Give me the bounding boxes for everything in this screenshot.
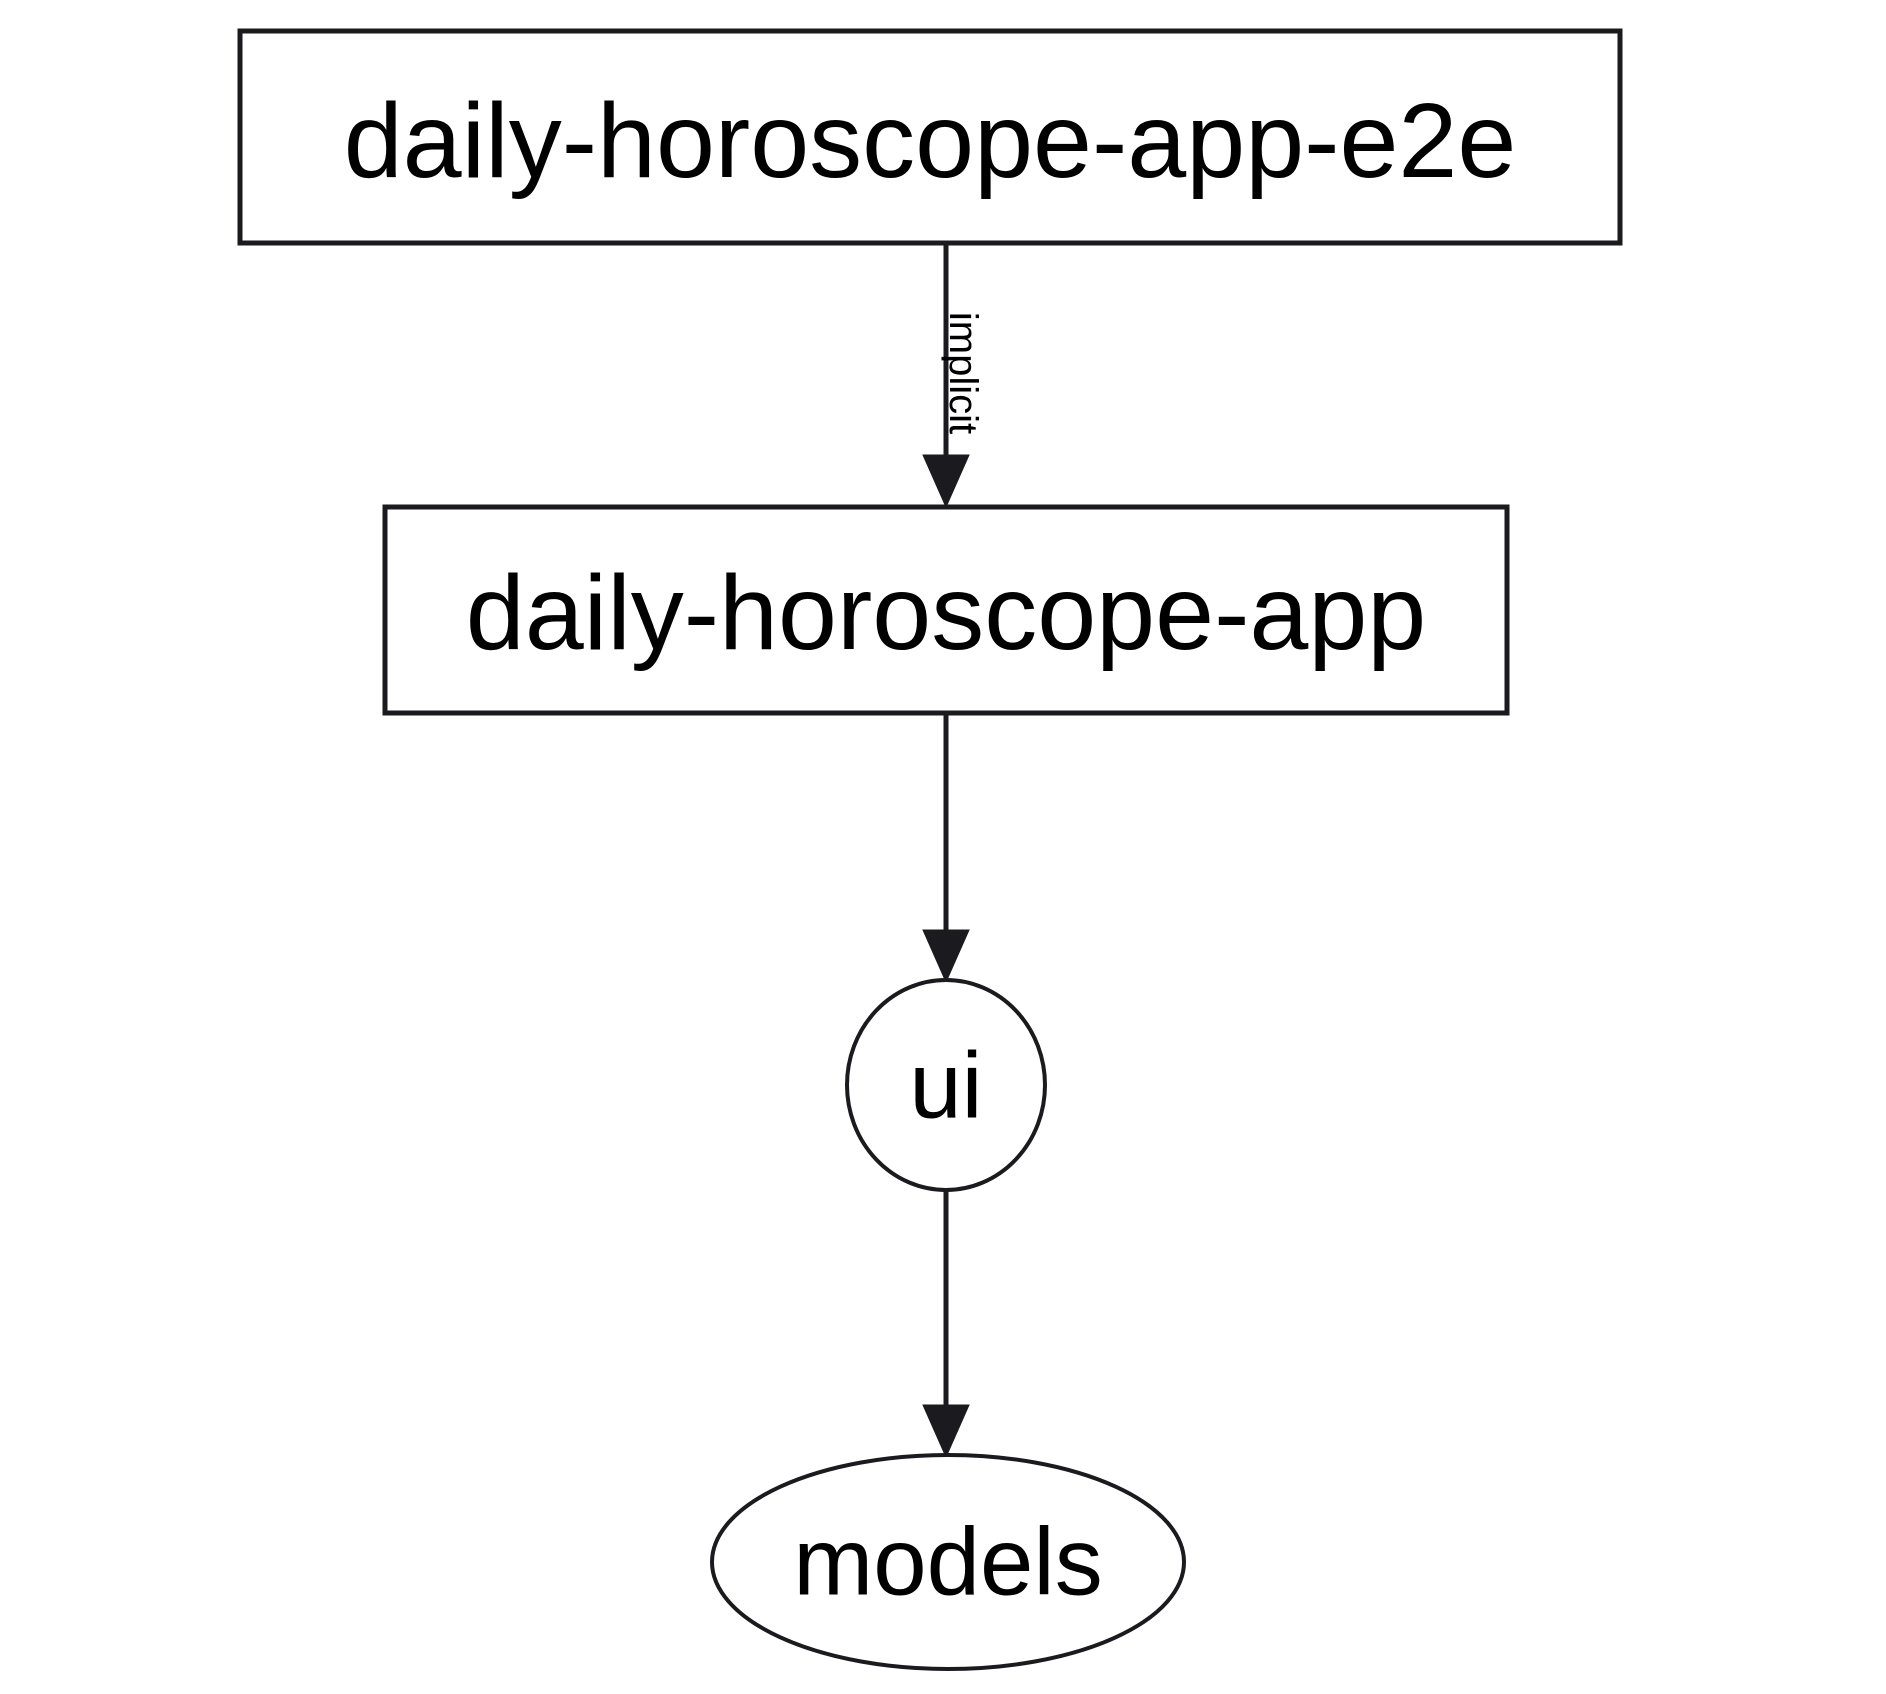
node-rect-app[interactable] [382, 504, 1510, 716]
edge-app-to-ui[interactable] [922, 713, 970, 984]
node-label-ui: ui [909, 1033, 982, 1138]
node-models[interactable]: models [710, 1453, 1186, 1671]
node-daily-horoscope-app-e2e[interactable]: daily-horoscope-app-e2e [237, 28, 1623, 246]
node-label-daily-horoscope-app-e2e: daily-horoscope-app-e2e [344, 82, 1517, 200]
node-ellipse-models[interactable] [710, 1453, 1186, 1671]
node-daily-horoscope-app[interactable]: daily-horoscope-app [382, 504, 1510, 716]
arrow-head-ui-to-models [922, 1404, 970, 1459]
node-label-daily-horoscope-app: daily-horoscope-app [466, 554, 1426, 672]
edge-e2e-to-app[interactable]: implicit [922, 243, 985, 509]
node-rect-e2e[interactable] [237, 28, 1623, 246]
edge-ui-to-models[interactable] [922, 1190, 970, 1459]
node-label-models: models [793, 1509, 1102, 1616]
arrow-head-e2e-to-app [922, 454, 970, 509]
node-ui[interactable]: ui [845, 978, 1047, 1192]
edge-label-implicit: implicit [941, 312, 985, 434]
arrow-head-app-to-ui [922, 929, 970, 984]
